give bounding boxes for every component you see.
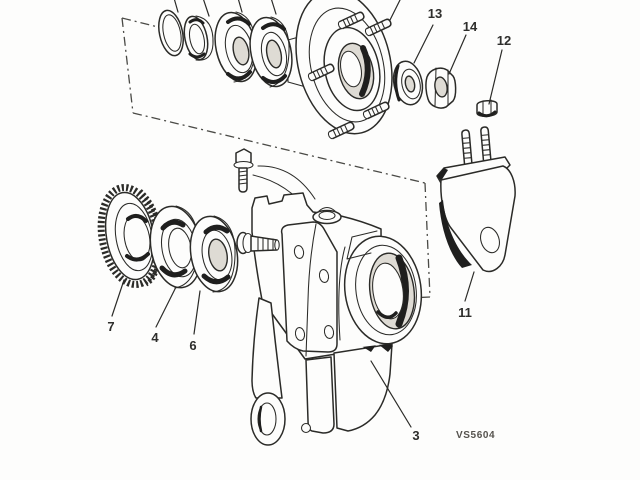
steering-knuckle-3: [250, 192, 423, 446]
pivot-bolt: [236, 231, 280, 255]
nut-12: [476, 99, 498, 118]
caliper-flange-plate: [280, 221, 338, 353]
hub-assembly: [158, 0, 393, 141]
callout-label-13: 13: [428, 6, 442, 21]
callout-label-7: 7: [107, 319, 114, 334]
bracket-hole: [480, 226, 500, 254]
nut-14: [425, 67, 457, 109]
seal-4: [149, 205, 203, 289]
washer-13: [392, 60, 424, 106]
callout-label-6: 6: [189, 338, 196, 353]
callout-leader-3: [370, 360, 412, 428]
bracket-11: [436, 126, 516, 273]
bearing-6: [189, 215, 239, 293]
spacer-collar: [183, 15, 214, 61]
bearing-cylinder: [343, 230, 423, 345]
hub-flange: [295, 0, 393, 135]
callout-leader-12: [488, 49, 503, 105]
callout-label-11: 11: [458, 305, 472, 320]
top-leader-lines: [173, 0, 401, 25]
drawing-code: VS5604: [456, 430, 495, 441]
hub-seal: [249, 16, 293, 88]
flanged-bolt: [233, 148, 254, 193]
callout-label-12: 12: [497, 33, 511, 48]
callout-leader-7: [111, 279, 125, 317]
callout-label-14: 14: [463, 19, 478, 34]
callout-leader-14: [448, 34, 467, 75]
callout-leader-6: [193, 290, 201, 335]
callout-leader-13: [413, 24, 434, 64]
callouts: 13 14 12 11 7 4 6 3 VS5604: [107, 6, 511, 443]
callout-label-3: 3: [412, 428, 419, 443]
callout-leader-4: [155, 286, 177, 328]
callout-leader-11: [464, 271, 475, 302]
snap-ring: [158, 9, 184, 57]
top-boss: [312, 206, 342, 225]
callout-label-4: 4: [151, 330, 159, 345]
